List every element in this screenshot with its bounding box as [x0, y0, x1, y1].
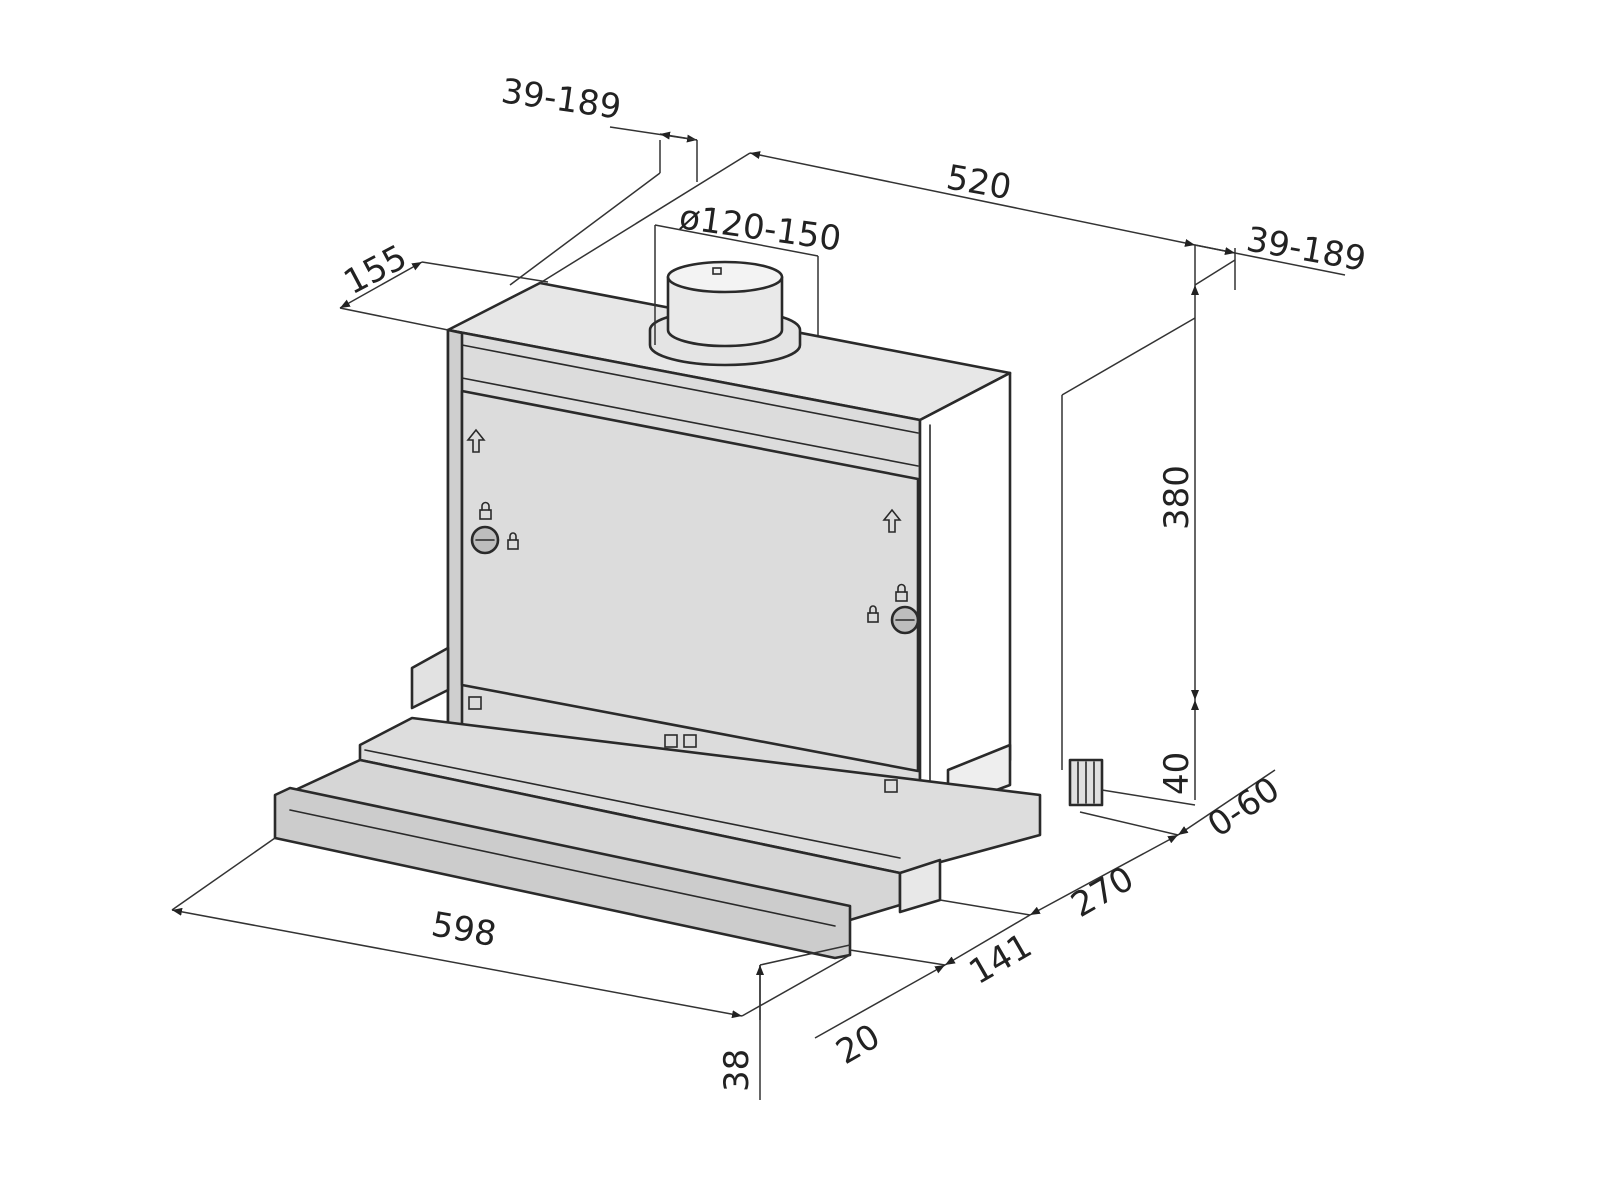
lock-icon: [479, 501, 492, 520]
arrow-up-icon: [882, 508, 902, 533]
dim-width-598: 598: [428, 904, 499, 955]
dim-duct-diameter: ø120-150: [677, 197, 844, 259]
dim-extension-0-60: 0-60: [1201, 769, 1287, 845]
dim-clearance-40: 40: [1157, 752, 1197, 795]
arrow-up-icon: [466, 428, 486, 453]
duct-collar: [648, 260, 802, 367]
screw-knob-icon: [890, 605, 920, 635]
lock-icon: [895, 583, 908, 602]
dim-depth-141: 141: [963, 926, 1039, 993]
dim-front-offset: 155: [337, 237, 413, 303]
lock-icon: [507, 532, 519, 550]
dim-depth-adjust-top: 39-189: [499, 71, 624, 127]
lock-icon: [867, 605, 879, 623]
left-bracket: [410, 646, 450, 710]
dim-width-body: 520: [943, 157, 1014, 208]
hood-front-frame: [446, 328, 464, 728]
dim-height-body: 380: [1157, 465, 1197, 530]
dimension-lines: [171, 126, 1346, 1100]
screw-knob-icon: [470, 525, 500, 555]
dim-depth-adjust-right: 39-189: [1243, 219, 1369, 279]
hood-body: [410, 281, 1012, 824]
dim-front-height-38: 38: [717, 1049, 757, 1092]
hood-inner-panel: [460, 389, 920, 773]
dim-depth-270: 270: [1065, 859, 1141, 926]
